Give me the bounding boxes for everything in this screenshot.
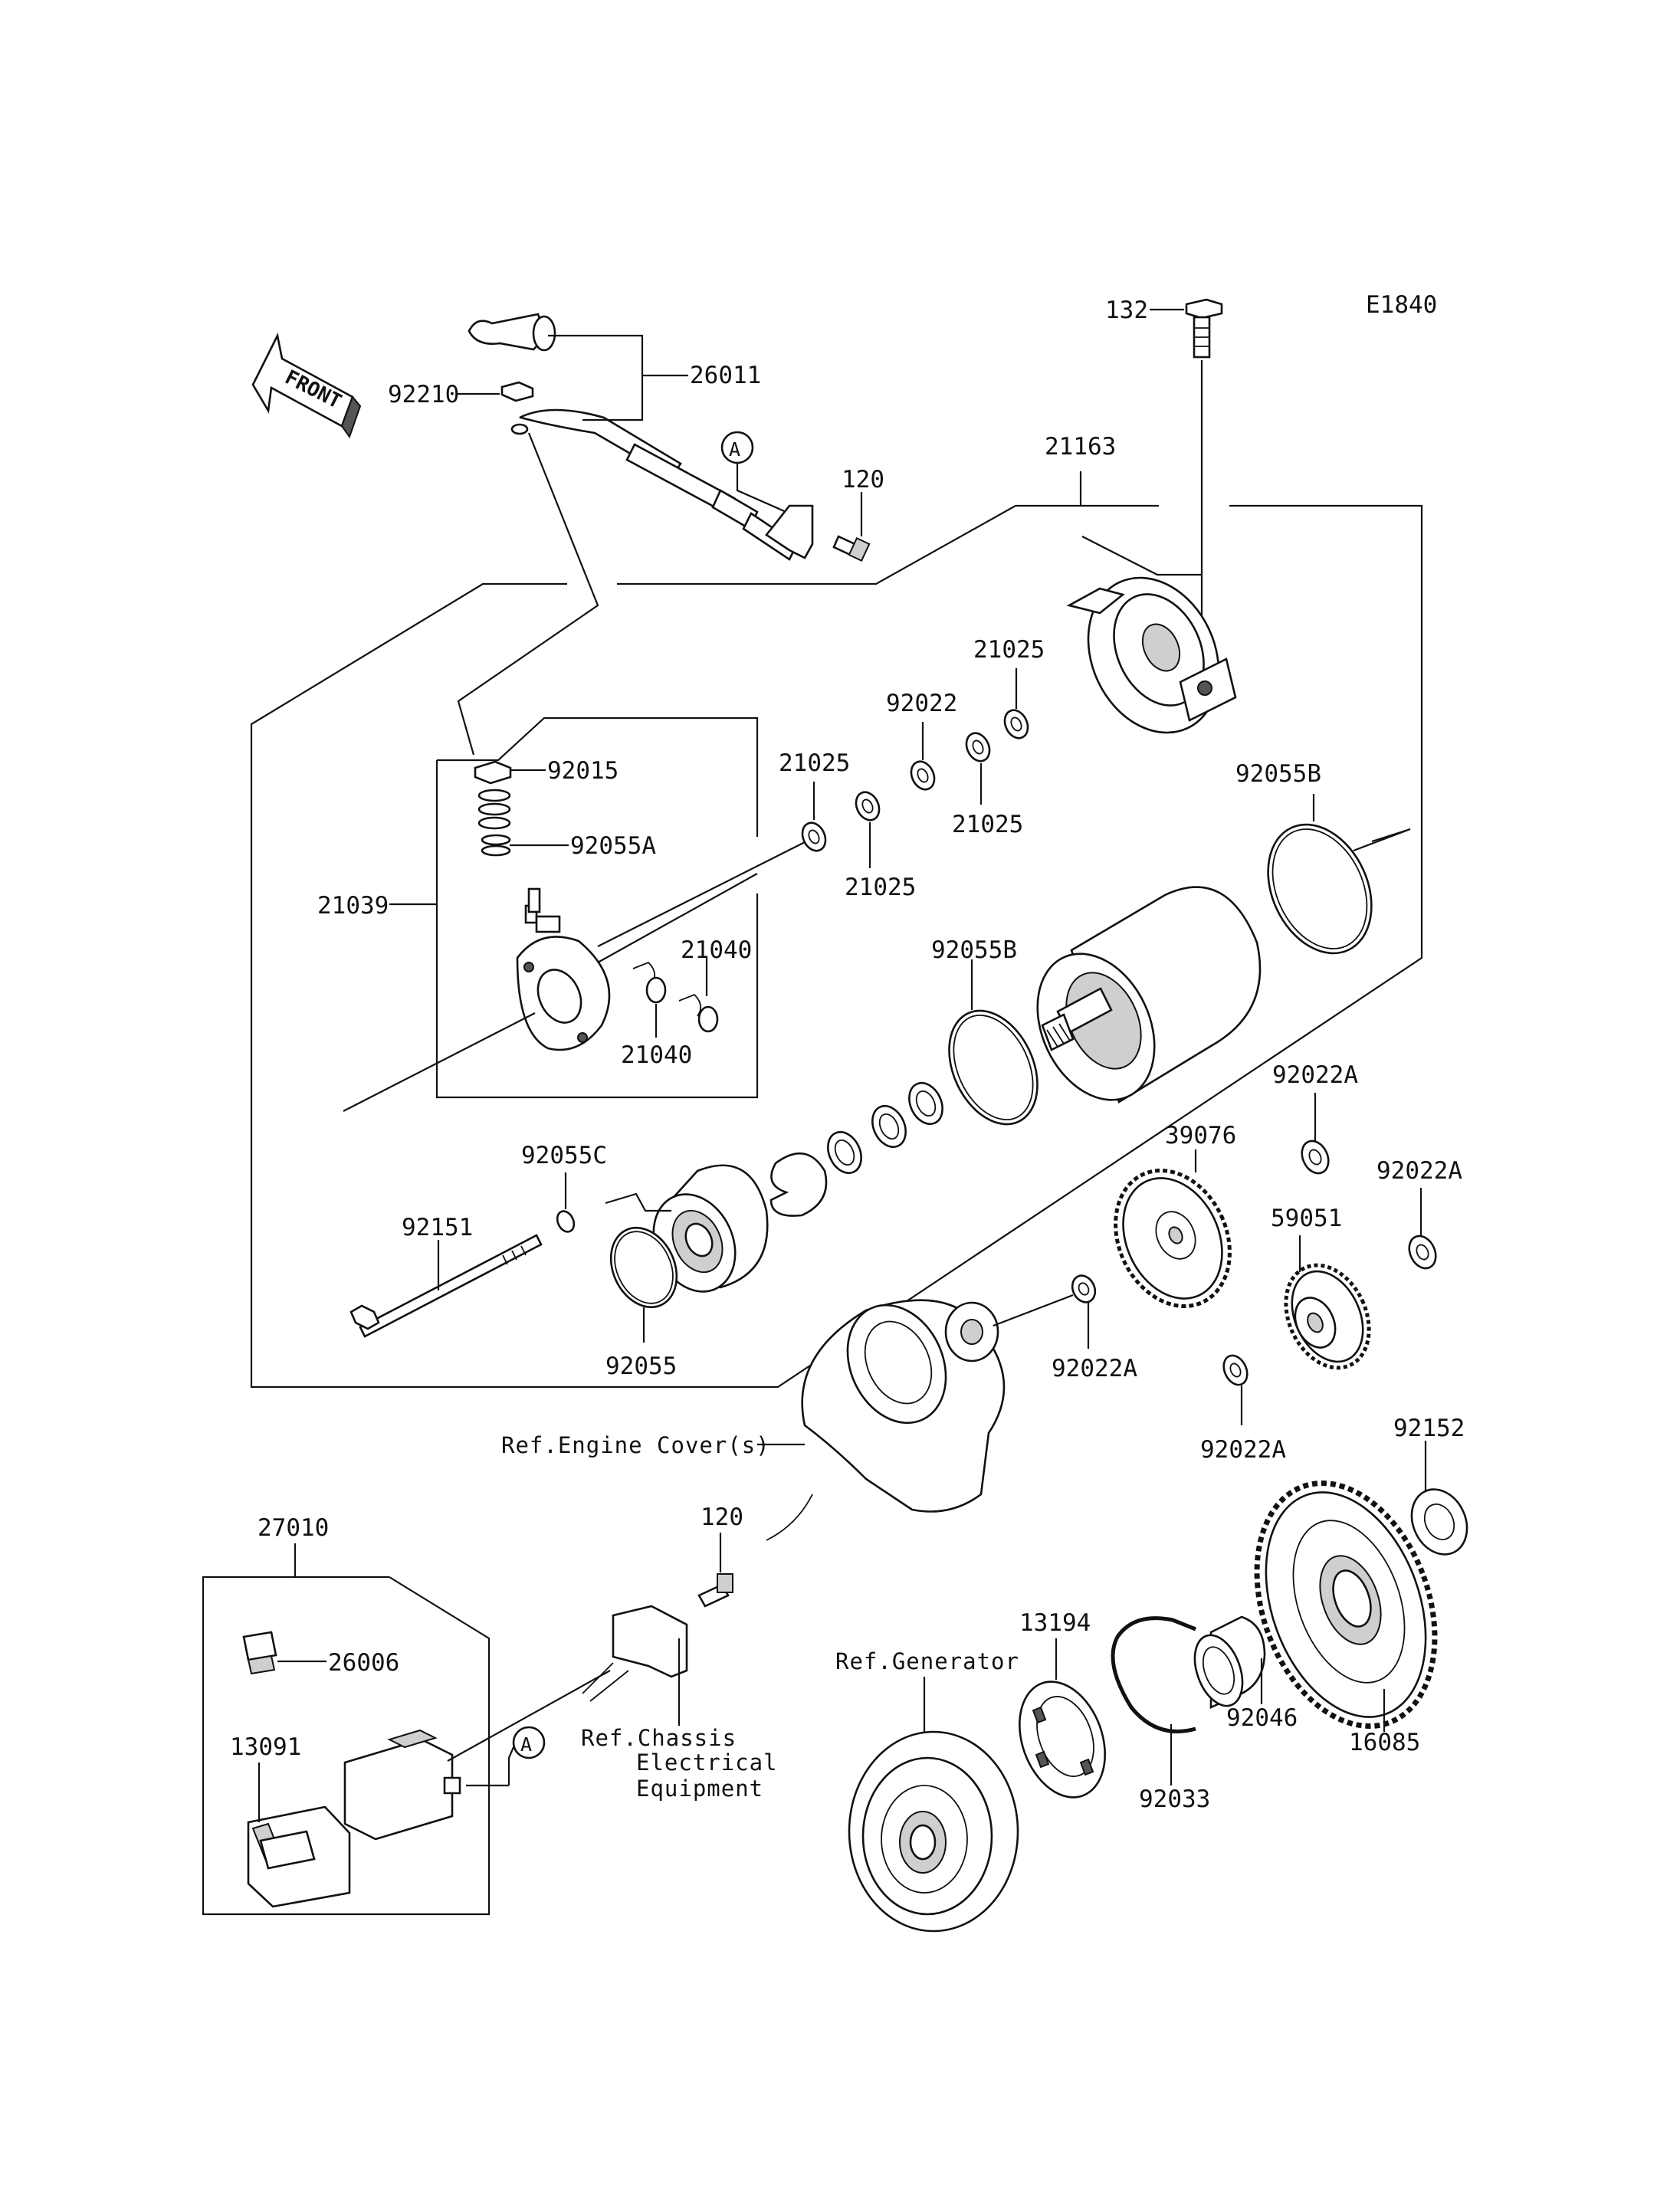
relay-box-outline bbox=[202, 1576, 491, 1916]
label-92022: 92022 bbox=[886, 690, 957, 717]
washer-21025-d bbox=[1003, 709, 1029, 739]
label-120-bottom: 120 bbox=[701, 1503, 743, 1531]
one-way-clutch-13194 bbox=[1019, 1681, 1106, 1799]
generator-rotor bbox=[848, 1730, 1019, 1933]
label-92033: 92033 bbox=[1139, 1785, 1210, 1813]
nut-92210 bbox=[500, 381, 534, 402]
label-92022a-upper: 92022A bbox=[1272, 1061, 1358, 1089]
label-13194: 13194 bbox=[1019, 1609, 1091, 1637]
bolt-120-top bbox=[832, 535, 871, 562]
engine-cover bbox=[766, 1299, 1006, 1541]
label-92151: 92151 bbox=[402, 1214, 473, 1241]
label-21025-d: 21025 bbox=[973, 636, 1045, 664]
oring-92055b-lower bbox=[948, 1009, 1039, 1126]
starter-motor-yoke bbox=[1036, 886, 1262, 1103]
clutch-gear-16085 bbox=[1254, 1481, 1438, 1729]
ref-generator: Ref.Generator bbox=[835, 1648, 1019, 1674]
brush-holder-box bbox=[435, 716, 759, 1099]
oring-92055 bbox=[609, 1226, 678, 1309]
label-92055b-upper: 92055B bbox=[1235, 760, 1321, 788]
brush-plate bbox=[516, 904, 611, 1051]
label-27010: 27010 bbox=[258, 1514, 329, 1542]
label-59051: 59051 bbox=[1271, 1205, 1342, 1232]
label-26011: 26011 bbox=[690, 362, 761, 389]
label-21039: 21039 bbox=[317, 892, 389, 920]
callout-a-top: A bbox=[720, 431, 754, 464]
diagram-code: E1840 bbox=[1366, 291, 1437, 319]
washer-21025-b bbox=[855, 791, 881, 821]
label-92152: 92152 bbox=[1393, 1415, 1465, 1442]
label-26006: 26006 bbox=[328, 1649, 399, 1677]
svg-text:A: A bbox=[729, 438, 740, 461]
washer-21025-c bbox=[965, 732, 991, 762]
washer-92022 bbox=[910, 760, 936, 791]
label-92055a: 92055A bbox=[570, 832, 656, 860]
rear-end-cover bbox=[1066, 576, 1237, 734]
label-92022a-cover: 92022A bbox=[1052, 1355, 1137, 1382]
gear-59051 bbox=[1284, 1263, 1371, 1370]
needle-bearing-92046 bbox=[1193, 1615, 1266, 1710]
washer-92022a-cover bbox=[1071, 1274, 1097, 1303]
svg-text:A: A bbox=[520, 1733, 532, 1756]
terminal-bracket bbox=[765, 504, 814, 559]
label-21025-c: 21025 bbox=[952, 811, 1023, 838]
terminal-nut-stack bbox=[474, 760, 541, 913]
label-92055c: 92055C bbox=[521, 1142, 607, 1169]
starter-assembly-outline bbox=[250, 471, 1423, 1389]
relay-bracket bbox=[582, 1605, 688, 1702]
fuse-26006 bbox=[242, 1631, 277, 1675]
idler-gear-39076 bbox=[1114, 1169, 1232, 1308]
bolt-120-bottom bbox=[697, 1573, 733, 1608]
ref-chassis-1: Ref.Chassis bbox=[581, 1725, 737, 1751]
label-92046: 92046 bbox=[1226, 1704, 1298, 1732]
label-92055: 92055 bbox=[605, 1353, 677, 1380]
washer-92022a-right bbox=[1408, 1235, 1437, 1270]
front-arrow-icon: FRONT bbox=[251, 333, 362, 439]
label-21025-b: 21025 bbox=[845, 874, 916, 901]
oring-92055b-upper bbox=[1267, 823, 1373, 955]
ref-chassis-2: Electrical bbox=[636, 1749, 778, 1776]
label-21040-lower: 21040 bbox=[621, 1041, 692, 1069]
washer-92152 bbox=[1410, 1488, 1468, 1556]
label-16085: 16085 bbox=[1349, 1729, 1420, 1756]
label-132: 132 bbox=[1105, 297, 1148, 324]
circlip-92033 bbox=[1111, 1616, 1196, 1733]
label-21163: 21163 bbox=[1045, 433, 1116, 461]
label-21025-a: 21025 bbox=[779, 749, 850, 777]
label-13091: 13091 bbox=[230, 1733, 301, 1761]
brush-spring-upper bbox=[632, 961, 667, 1004]
label-92022a-right: 92022A bbox=[1376, 1157, 1462, 1185]
callout-a-bottom: A bbox=[512, 1726, 546, 1759]
relay-cover-13091 bbox=[247, 1805, 351, 1908]
label-92210: 92210 bbox=[388, 381, 459, 408]
label-120-top: 120 bbox=[842, 466, 884, 494]
label-39076: 39076 bbox=[1165, 1122, 1236, 1149]
oring-92055c bbox=[556, 1210, 576, 1233]
ref-chassis-3: Equipment bbox=[636, 1776, 763, 1802]
ref-engine-cover: Ref.Engine Cover(s) bbox=[501, 1432, 770, 1458]
bolt-132 bbox=[1185, 298, 1223, 359]
washer-21025-a bbox=[801, 821, 827, 852]
through-bolt-92151 bbox=[349, 1234, 543, 1338]
brush-spring-lower bbox=[678, 993, 719, 1033]
washer-92022a-lower bbox=[1222, 1354, 1249, 1386]
starter-relay bbox=[343, 1729, 461, 1841]
label-92015: 92015 bbox=[547, 757, 619, 785]
label-92055b-lower: 92055B bbox=[931, 936, 1017, 964]
washer-92022a-upper bbox=[1301, 1139, 1330, 1175]
label-21040-upper: 21040 bbox=[681, 936, 752, 964]
label-92022a-lower: 92022A bbox=[1200, 1436, 1286, 1464]
thrust-washers bbox=[769, 1081, 943, 1217]
